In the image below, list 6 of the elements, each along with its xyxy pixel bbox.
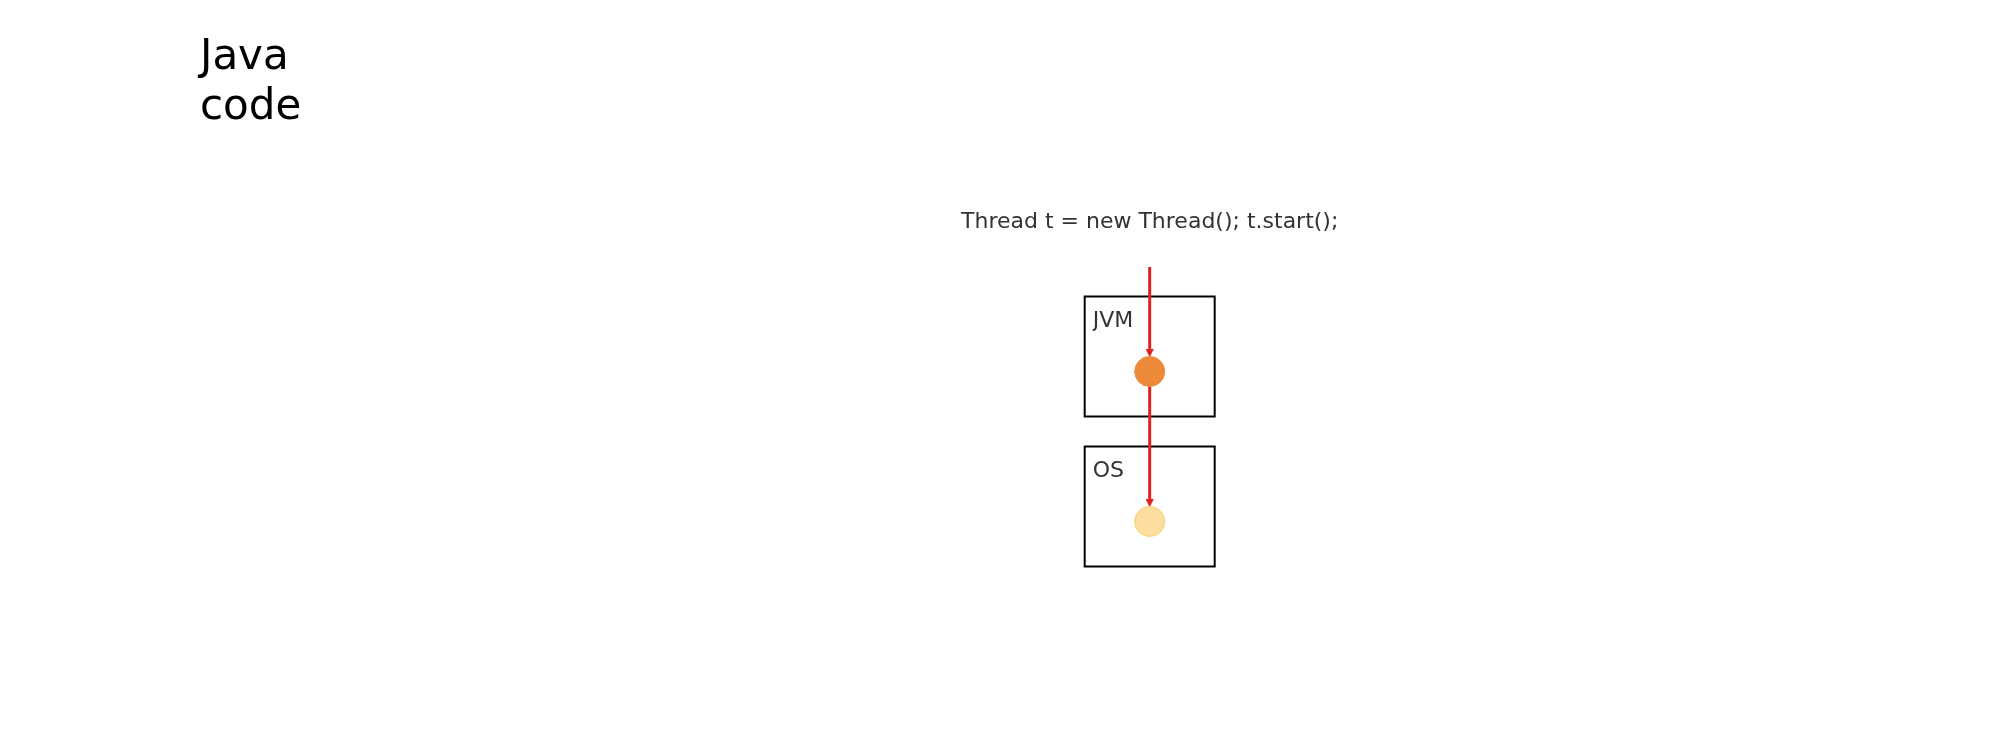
arrow [1145,386,1155,507]
node-circle [1134,506,1166,537]
cluster: OS [1084,445,1216,568]
node-circle [1134,356,1166,387]
arrow [1145,266,1155,357]
node-text: Thread t = new Thread(); t.start(); [961,207,1339,233]
